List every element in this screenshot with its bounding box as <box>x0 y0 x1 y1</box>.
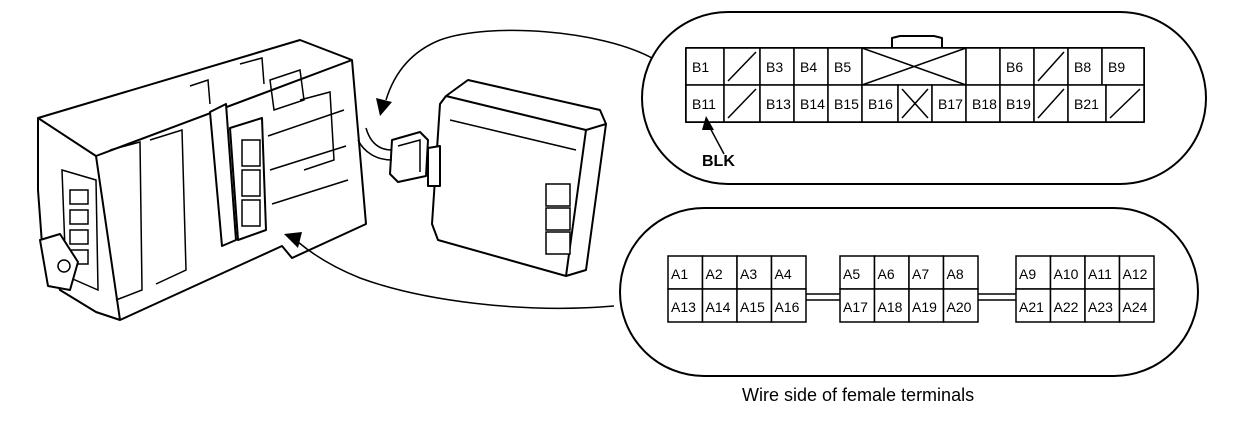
unused-terminal-mark <box>1037 88 1065 119</box>
control-unit-illustration <box>357 79 607 277</box>
unused-terminal-mark <box>1109 88 1141 119</box>
terminal-label: B14 <box>800 96 825 112</box>
terminal-cell-b <box>999 47 1035 86</box>
terminal-cell-a <box>1118 288 1155 323</box>
terminal-cell-a <box>1118 255 1155 290</box>
terminal-label: B3 <box>766 59 783 75</box>
terminal-label: B6 <box>1006 59 1023 75</box>
terminal-label: A22 <box>1054 299 1079 315</box>
terminal-label: A16 <box>775 299 800 315</box>
unused-terminal-mark <box>1037 51 1065 82</box>
terminal-label: B13 <box>766 96 791 112</box>
terminal-label: A2 <box>706 266 723 282</box>
fuse-relay-box-illustration <box>37 39 367 321</box>
terminal-label: B1 <box>692 59 709 75</box>
blk-callout-label: BLK <box>702 153 735 170</box>
terminal-cell-b <box>965 84 1001 123</box>
terminal-label: A19 <box>912 299 937 315</box>
terminal-label: A11 <box>1088 266 1112 282</box>
terminal-cell-a <box>942 288 979 323</box>
terminal-label: A1 <box>671 266 688 282</box>
pointer-to-control-unit <box>376 29 653 116</box>
terminal-cell-a <box>1084 288 1121 323</box>
unused-terminal-mark <box>901 88 929 119</box>
terminal-cell-a <box>667 288 704 323</box>
caption: Wire side of female terminals <box>742 385 974 405</box>
terminal-label: A20 <box>947 299 972 315</box>
terminal-label: A24 <box>1123 299 1148 315</box>
terminal-label: B21 <box>1074 96 1099 112</box>
terminal-label: A3 <box>740 266 757 282</box>
terminal-label: A13 <box>671 299 696 315</box>
terminal-label: B5 <box>834 59 851 75</box>
terminal-cell-b <box>685 84 725 123</box>
terminal-label: B8 <box>1074 59 1091 75</box>
unused-terminal-mark <box>727 88 757 119</box>
terminal-label: A10 <box>1054 266 1079 282</box>
terminal-label: B11 <box>692 96 716 112</box>
terminal-cell-b <box>759 84 795 123</box>
terminal-label: A14 <box>706 299 731 315</box>
unused-terminal-mark <box>861 47 967 86</box>
terminal-label: A7 <box>912 266 929 282</box>
terminal-label: B16 <box>868 96 893 112</box>
terminal-cell-a <box>770 288 807 323</box>
terminal-cell-b <box>827 84 863 123</box>
terminal-cell-b <box>827 47 863 86</box>
terminal-cell-b <box>965 47 1001 86</box>
terminal-label: A18 <box>878 299 903 315</box>
terminal-label: A5 <box>843 266 860 282</box>
terminal-cell-b <box>793 84 829 123</box>
terminal-label: A6 <box>878 266 895 282</box>
terminal-label: A9 <box>1019 266 1036 282</box>
terminal-label: A23 <box>1088 299 1113 315</box>
terminal-cell-b <box>931 84 967 123</box>
terminal-cell-a <box>1049 288 1086 323</box>
terminal-cell-a <box>1049 255 1086 290</box>
terminal-label: B19 <box>1006 96 1031 112</box>
terminal-cell-b <box>1067 84 1107 123</box>
terminal-label: B9 <box>1108 59 1125 75</box>
terminal-label: A12 <box>1123 266 1148 282</box>
terminal-label: A21 <box>1019 299 1044 315</box>
terminal-cell-b <box>1101 47 1145 86</box>
terminal-label: B18 <box>972 96 997 112</box>
terminal-label: A8 <box>947 266 964 282</box>
terminal-cell-a <box>701 288 738 323</box>
pointer-to-fuse-box <box>284 232 615 310</box>
terminal-label: B15 <box>834 96 859 112</box>
terminal-label: B4 <box>800 59 817 75</box>
terminal-cell-a <box>942 255 979 290</box>
unused-terminal-mark <box>727 51 757 82</box>
terminal-label: A4 <box>775 266 792 282</box>
terminal-label: A17 <box>843 299 868 315</box>
terminal-label: B17 <box>938 96 963 112</box>
terminal-label: A15 <box>740 299 765 315</box>
